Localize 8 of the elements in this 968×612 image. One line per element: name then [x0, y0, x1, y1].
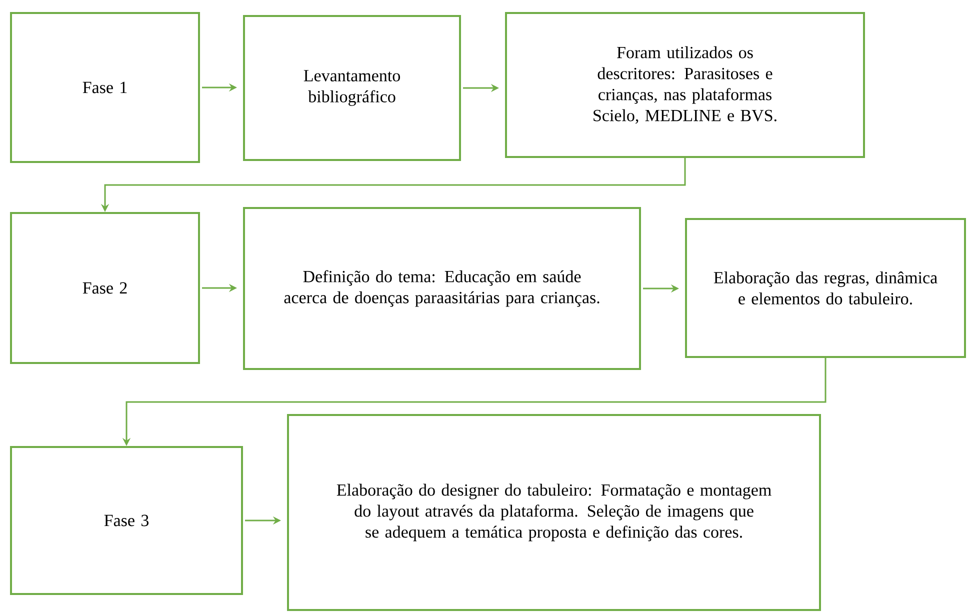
process-box: Foram utilizados os descritores: Parasitoses e crianças, nas plataformas Scielo, MEDLINE e BVS.: [505, 12, 865, 158]
process-box: Definição do tema: Educação em saúde acerca de doenças paraasitárias para crianças.: [243, 207, 641, 370]
process-box: Elaboração das regras, dinâmica e elementos do tabuleiro.: [685, 218, 966, 358]
process-box: Levantamento bibliográfico: [243, 15, 461, 161]
process-box: Fase 2: [10, 212, 200, 364]
process-box: Fase 1: [10, 12, 200, 163]
process-box: Fase 3: [10, 446, 243, 595]
process-box: Elaboração do designer do tabuleiro: Formatação e montagem do layout através da plataforma. Seleção de imagens que se adequem a temática proposta e definição das cores.: [287, 414, 821, 611]
